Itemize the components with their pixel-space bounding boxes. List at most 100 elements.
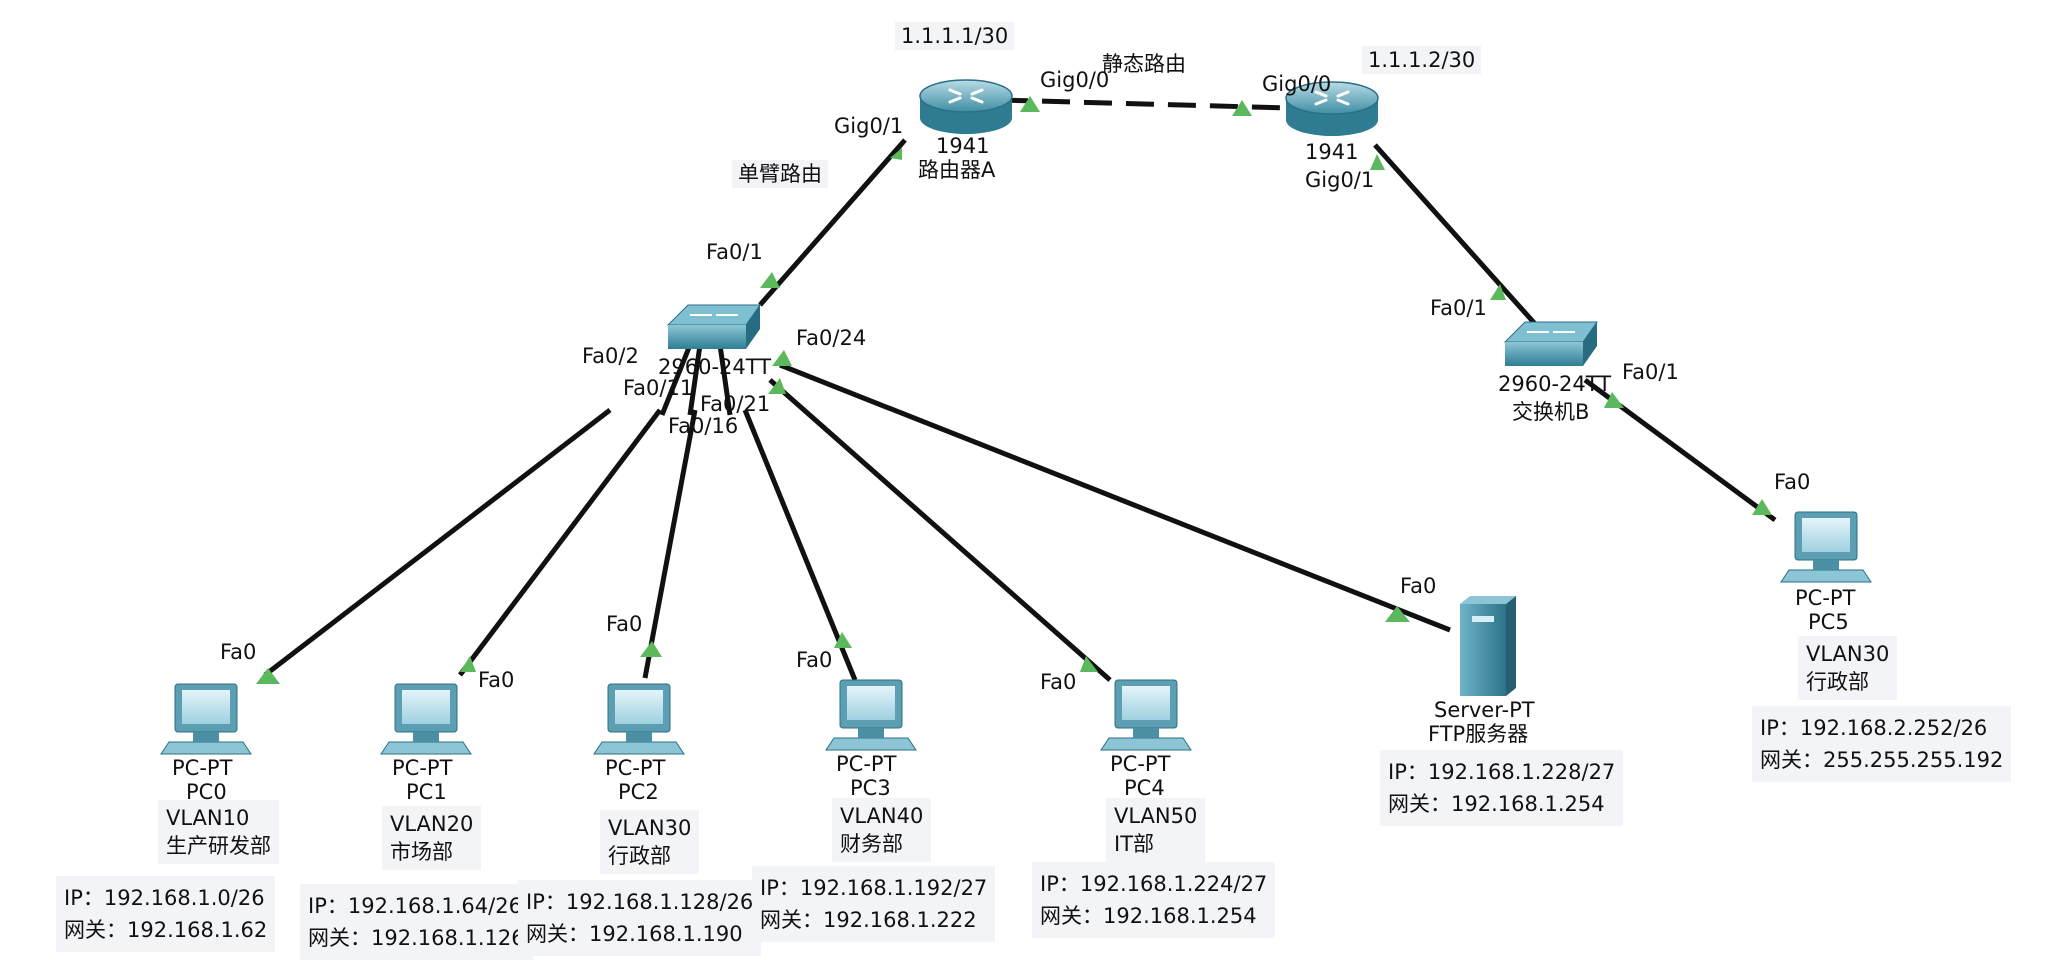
- pc4-info-box: IP：192.168.1.224/27 网关：192.168.1.254: [1032, 862, 1276, 938]
- pc2-vlan: VLAN30: [608, 816, 692, 840]
- port-up-icon: [1020, 96, 1040, 112]
- link-switcha-server: [779, 362, 1451, 633]
- pc5-vlan-box: VLAN30 行政部: [1798, 636, 1898, 700]
- pc4-vlan: VLAN50: [1114, 804, 1198, 828]
- pc4-name: PC4: [1124, 776, 1165, 800]
- pc5-vlan: VLAN30: [1806, 642, 1890, 666]
- port-up-icon: [1752, 499, 1772, 515]
- pc4-model: PC-PT: [1110, 752, 1171, 776]
- pc4-dept: IT部: [1114, 832, 1155, 856]
- pc4-fa0-port-label: Fa0: [1040, 670, 1077, 694]
- pc1-info-box: IP：192.168.1.64/26 网关：192.168.1.126: [300, 884, 533, 960]
- pc1-fa0-port-label: Fa0: [478, 668, 515, 692]
- switch-a-model: 2960-24TT: [658, 355, 772, 379]
- switch-a-icon[interactable]: [666, 304, 761, 349]
- port-up-icon: [772, 350, 792, 366]
- link-switcha-pc0: [263, 408, 612, 677]
- switch-a-fa01-port-label: Fa0/1: [706, 240, 763, 264]
- server-gateway: 网关：192.168.1.254: [1388, 792, 1605, 816]
- link-switcha-pc2: [642, 409, 698, 679]
- pc2-icon[interactable]: [593, 683, 685, 755]
- switch-b-icon[interactable]: [1503, 321, 1598, 366]
- switch-b-model: 2960-24TT: [1498, 372, 1612, 396]
- pc1-gateway: 网关：192.168.1.126: [308, 926, 525, 950]
- server-info-box: IP：192.168.1.228/27 网关：192.168.1.254: [1380, 750, 1624, 826]
- link-switcha-pc3: [742, 409, 858, 681]
- router-a-icon[interactable]: [919, 79, 1013, 134]
- link-routera-switcha: [758, 138, 907, 307]
- pc2-ip: IP：192.168.1.128/26: [526, 890, 754, 914]
- router-b-gig01-port-label: Gig0/1: [1305, 168, 1375, 192]
- pc0-vlan-box: VLAN10 生产研发部: [158, 800, 279, 864]
- link-routerb-switchb: [1373, 143, 1547, 337]
- port-up-icon: [834, 632, 852, 648]
- pc4-icon[interactable]: [1100, 679, 1192, 751]
- pc0-icon[interactable]: [160, 683, 252, 755]
- router-a-gig01-port-label: Gig0/1: [834, 114, 904, 138]
- pc1-icon[interactable]: [380, 683, 472, 755]
- port-up-icon: [256, 668, 280, 684]
- pc3-name: PC3: [850, 776, 891, 800]
- port-up-icon: [1370, 154, 1385, 170]
- pc0-fa0-port-label: Fa0: [220, 640, 257, 664]
- pc2-vlan-box: VLAN30 行政部: [600, 810, 700, 874]
- pc2-info-box: IP：192.168.1.128/26 网关：192.168.1.190: [518, 880, 762, 956]
- port-status-markers: [256, 96, 1772, 684]
- pc1-vlan-box: VLAN20 市场部: [382, 806, 482, 870]
- port-up-icon: [1080, 656, 1098, 672]
- link-routera-routerb-static: [999, 97, 1291, 111]
- pc3-icon[interactable]: [825, 679, 917, 751]
- pc1-model: PC-PT: [392, 756, 453, 780]
- link-switcha-pc4: [768, 378, 1112, 682]
- server-fa0-port-label: Fa0: [1400, 574, 1437, 598]
- switch-a-fa024-port-label: Fa0/24: [796, 326, 867, 350]
- router-b-gig00-port-label: Gig0/0: [1262, 72, 1332, 96]
- router-a-model: 1941: [936, 134, 990, 158]
- link-switcha-stub-1: [659, 344, 693, 416]
- port-up-icon: [890, 148, 902, 160]
- pc3-vlan: VLAN40: [840, 804, 924, 828]
- link-switcha-pc1: [458, 408, 662, 677]
- pc5-fa0-port-label: Fa0: [1774, 470, 1811, 494]
- port-up-icon: [640, 641, 662, 657]
- router-a-name: 路由器A: [918, 158, 996, 182]
- pc5-gateway: 网关：255.255.255.192: [1760, 748, 2004, 772]
- switch-b-fa01-down-port-label: Fa0/1: [1622, 360, 1679, 384]
- pc3-gateway: 网关：192.168.1.222: [760, 908, 977, 932]
- pc2-fa0-port-label: Fa0: [606, 612, 643, 636]
- pc0-vlan: VLAN10: [166, 806, 250, 830]
- pc0-model: PC-PT: [172, 756, 233, 780]
- pc1-ip: IP：192.168.1.64/26: [308, 894, 522, 918]
- pc2-model: PC-PT: [605, 756, 666, 780]
- server-icon[interactable]: [1460, 596, 1516, 696]
- pc2-name: PC2: [618, 780, 659, 804]
- pc3-model: PC-PT: [836, 752, 897, 776]
- router-b-icon[interactable]: [1285, 81, 1379, 136]
- pc3-dept: 财务部: [840, 832, 903, 856]
- switch-a-fa021-port-label: Fa0/21: [700, 392, 771, 416]
- pc5-ip: IP：192.168.2.252/26: [1760, 716, 1988, 740]
- pc5-name: PC5: [1808, 610, 1849, 634]
- server-model: Server-PT: [1434, 698, 1535, 722]
- router-a-gig00-port-label: Gig0/0: [1040, 68, 1110, 92]
- pc5-model: PC-PT: [1795, 586, 1856, 610]
- port-up-icon: [1232, 100, 1252, 116]
- pc5-dept: 行政部: [1806, 670, 1869, 694]
- pc5-info-box: IP：192.168.2.252/26 网关：255.255.255.192: [1752, 706, 2012, 782]
- link-switcha-stub-2: [687, 344, 703, 416]
- pc0-ip: IP：192.168.1.0/26: [64, 886, 265, 910]
- router-b-ip-label: 1.1.1.2/30: [1362, 46, 1482, 74]
- pc5-icon[interactable]: [1780, 511, 1872, 583]
- pc3-fa0-port-label: Fa0: [796, 648, 833, 672]
- switch-a-fa02-port-label: Fa0/2: [582, 344, 639, 368]
- port-up-icon: [1490, 284, 1506, 300]
- port-up-icon: [460, 656, 476, 672]
- switch-b-fa01-up-port-label: Fa0/1: [1430, 296, 1487, 320]
- pc3-info-box: IP：192.168.1.192/27 网关：192.168.1.222: [752, 866, 996, 942]
- pc4-gateway: 网关：192.168.1.254: [1040, 904, 1257, 928]
- router-a-ip-label: 1.1.1.1/30: [895, 22, 1015, 50]
- link-switcha-stub-3: [717, 344, 733, 416]
- single-arm-route-label: 单臂路由: [732, 160, 828, 188]
- static-route-label: 静态路由: [1102, 52, 1186, 76]
